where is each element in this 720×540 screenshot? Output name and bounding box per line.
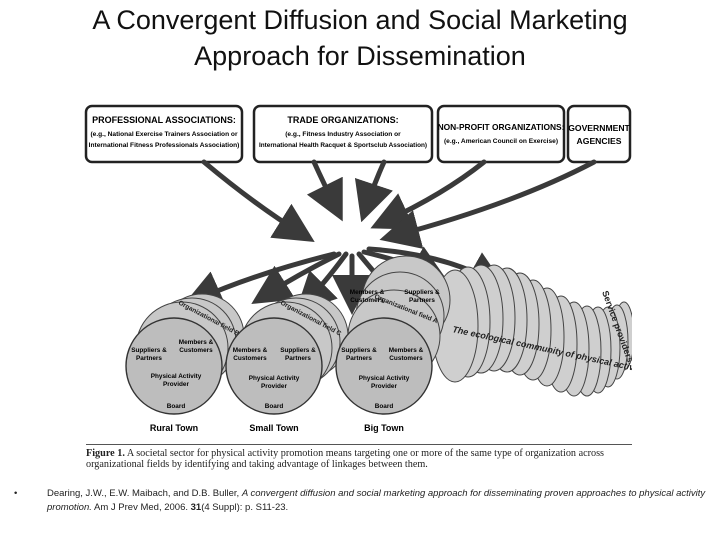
partners-label: Partners: [409, 297, 435, 304]
physical-activity-label: Physical Activity: [359, 375, 410, 382]
figure-number: Figure 1.: [86, 448, 125, 459]
reference-volume: 31: [190, 502, 202, 513]
reference-pages: (4 Suppl): p. S11-23.: [201, 502, 289, 513]
big-town-upper-disc: Members & Customers Suppliers & Partners: [350, 289, 440, 304]
figure-caption: Figure 1. A societal sector for physical…: [86, 448, 634, 470]
members-label: Members &: [350, 289, 385, 296]
box-title: NON-PROFIT ORGANIZATIONS:: [438, 122, 565, 132]
partners-label: Partners: [285, 355, 311, 362]
customers-label: Customers: [233, 355, 267, 362]
board-label: Board: [167, 403, 186, 410]
board-label: Board: [375, 403, 394, 410]
dissemination-diagram: PROFESSIONAL ASSOCIATIONS: (e.g., Nation…: [84, 104, 632, 433]
provider-label: Provider: [163, 381, 189, 388]
suppliers-label: Suppliers &: [341, 347, 377, 354]
reference-authors: Dearing, J.W., E.W. Maibach, and D.B. Bu…: [47, 488, 242, 499]
non-profit-organizations-box: NON-PROFIT ORGANIZATIONS: (e.g., America…: [436, 104, 566, 164]
box-example: (e.g., Fitness Industry Association or: [285, 131, 401, 138]
box-title: PROFESSIONAL ASSOCIATIONS:: [92, 115, 236, 125]
reference-text: Dearing, J.W., E.W. Maibach, and D.B. Bu…: [47, 487, 712, 515]
reference-title: A convergent diffusion and social market…: [47, 488, 706, 513]
caption-text: A societal sector for physical activity …: [86, 448, 605, 470]
provider-label: Provider: [261, 383, 287, 390]
suppliers-label: Suppliers &: [404, 289, 440, 296]
customers-label: Customers: [389, 355, 423, 362]
box-example: (e.g., National Exercise Trainers Associ…: [90, 131, 238, 138]
box-example: (e.g., American Council on Exercise): [444, 138, 558, 145]
physical-activity-label: Physical Activity: [151, 373, 202, 380]
box-title: GOVERNMENT: [568, 123, 630, 133]
partners-label: Partners: [346, 355, 372, 362]
slide-title-line-2: Approach for Dissemination: [194, 41, 526, 71]
members-label: Members &: [179, 339, 214, 346]
suppliers-label: Suppliers &: [131, 347, 167, 354]
slide-title: A Convergent Diffusion and Social Market…: [0, 2, 720, 74]
box-example: International Fitness Professionals Asso…: [89, 142, 240, 149]
partners-label: Partners: [136, 355, 162, 362]
caption-rule: [86, 444, 632, 445]
rural-town-disc: Suppliers & Partners Members & Customers…: [125, 317, 223, 415]
rural-town-label: Rural Town: [150, 423, 198, 433]
big-town-label: Big Town: [364, 423, 404, 433]
government-agencies-box: GOVERNMENT AGENCIES: [566, 104, 632, 164]
customers-label: Customers: [179, 347, 213, 354]
big-town-disc: Suppliers & Partners Members & Customers…: [335, 317, 433, 415]
box-title: AGENCIES: [577, 136, 622, 146]
physical-activity-label: Physical Activity: [249, 375, 300, 382]
bullet: •: [14, 488, 18, 499]
slide-title-line-1: A Convergent Diffusion and Social Market…: [92, 5, 628, 35]
board-label: Board: [265, 403, 284, 410]
box-example: International Health Racquet & Sportsclu…: [259, 142, 427, 149]
suppliers-label: Suppliers &: [280, 347, 316, 354]
professional-associations-box: PROFESSIONAL ASSOCIATIONS: (e.g., Nation…: [84, 104, 244, 164]
customers-label: Customers: [350, 297, 384, 304]
members-label: Members &: [389, 347, 424, 354]
trade-organizations-box: TRADE ORGANIZATIONS: (e.g., Fitness Indu…: [252, 104, 434, 164]
small-town-label: Small Town: [249, 423, 298, 433]
small-town-disc: Members & Customers Suppliers & Partners…: [225, 317, 323, 415]
provider-label: Provider: [371, 383, 397, 390]
reference-journal: Am J Prev Med, 2006.: [91, 502, 191, 513]
box-title: TRADE ORGANIZATIONS:: [287, 115, 398, 125]
members-label: Members &: [233, 347, 268, 354]
